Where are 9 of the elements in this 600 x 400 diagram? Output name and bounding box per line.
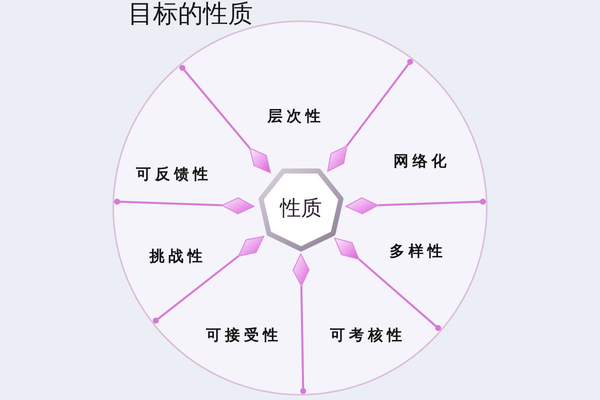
property-label: 挑战性: [150, 247, 206, 265]
property-label: 网络化: [394, 152, 450, 170]
center-label: 性质: [280, 196, 322, 220]
diagram-title: 目标的性质: [128, 0, 253, 28]
property-label: 可考核性: [330, 326, 406, 344]
property-label: 可接受性: [206, 326, 282, 344]
property-label: 可反馈性: [136, 165, 212, 183]
property-label: 层次性: [268, 107, 324, 125]
property-label: 多样性: [390, 242, 446, 260]
